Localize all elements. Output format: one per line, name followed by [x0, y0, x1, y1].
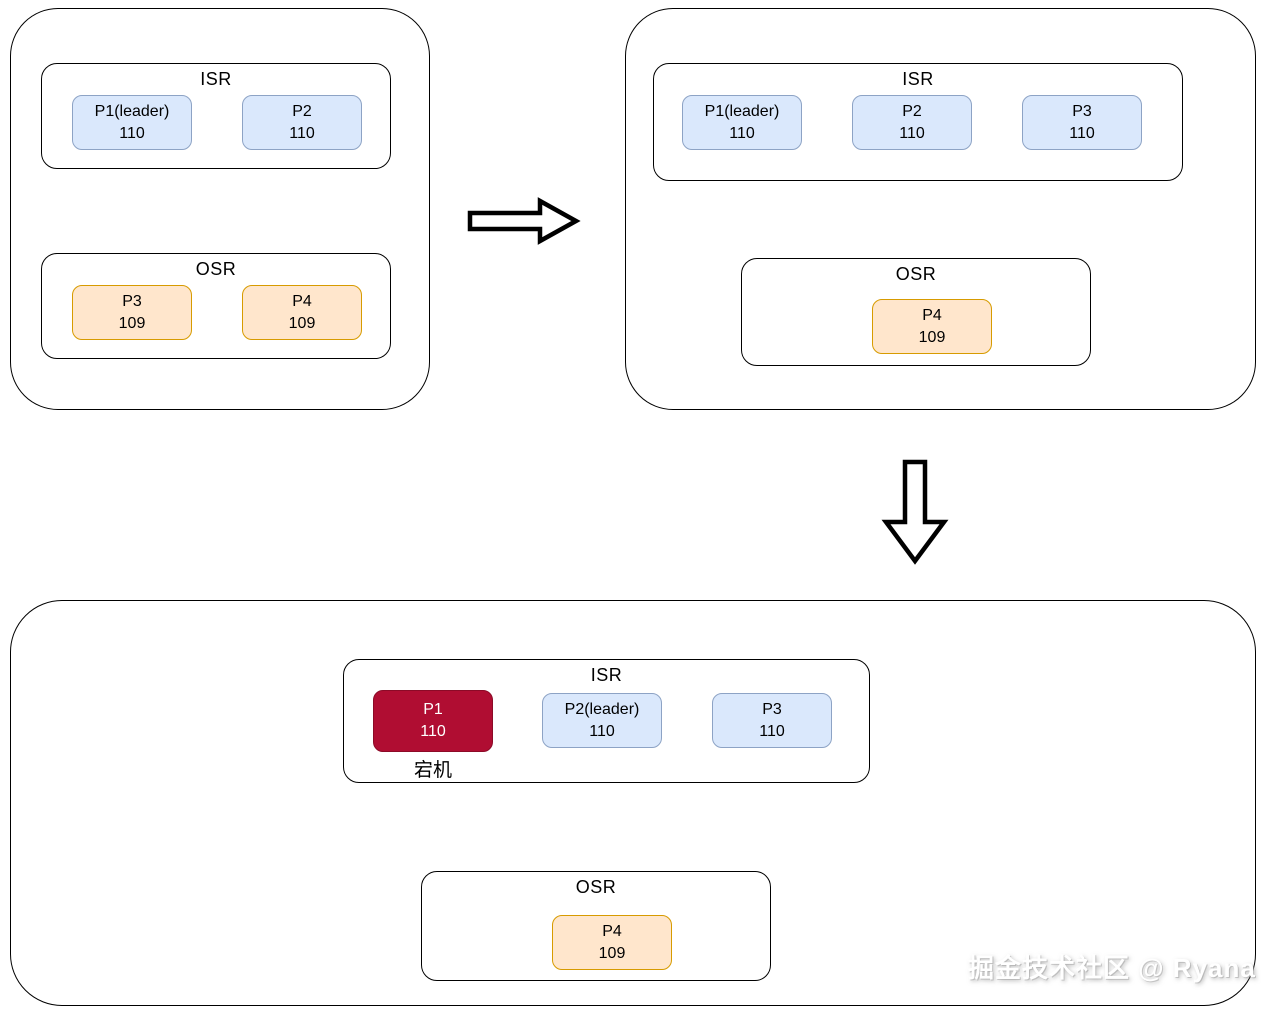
replica-offset: 109	[598, 944, 626, 962]
stage-3-isr-group: ISR P1 110 宕机 P2(leader) 110 P3 110	[343, 659, 870, 783]
replica-name: P3	[762, 700, 782, 718]
replica-offset: 110	[899, 124, 925, 142]
replica-name: P1(leader)	[704, 102, 780, 120]
arrow-down-icon	[881, 458, 949, 566]
replica-name: P4	[292, 292, 312, 310]
replica-name: P2(leader)	[564, 700, 640, 718]
replica-offset: 110	[1069, 124, 1095, 142]
stage-2-isr-group: ISR P1(leader) 110 P2 110 P3 110	[653, 63, 1183, 181]
replica-offset: 109	[288, 314, 316, 332]
replica-p1-down: P1 110	[373, 690, 493, 752]
stage-1-isr-group: ISR P1(leader) 110 P2 110	[41, 63, 391, 169]
osr-title: OSR	[575, 877, 617, 897]
replica-p1-leader: P1(leader) 110	[682, 95, 802, 150]
replica-offset: 110	[420, 723, 446, 740]
replica-name: P3	[1072, 102, 1092, 120]
stage-2-osr-group: OSR P4 109	[741, 258, 1091, 366]
replica-offset: 110	[289, 124, 315, 142]
osr-title: OSR	[895, 264, 937, 284]
watermark: 掘金技术社区 @ Ryana	[968, 953, 1256, 983]
replica-p2: P2 110	[852, 95, 972, 150]
replica-p4: P4 109	[872, 299, 992, 354]
replica-p4: P4 109	[552, 915, 672, 970]
replica-name: P4	[602, 922, 622, 940]
replica-p3: P3 110	[712, 693, 832, 748]
isr-title: ISR	[200, 69, 232, 89]
replica-name: P3	[122, 292, 142, 310]
replica-offset: 110	[759, 722, 785, 740]
replica-p2: P2 110	[242, 95, 362, 150]
replica-name: P2	[902, 102, 922, 120]
replica-offset: 110	[729, 124, 755, 142]
replica-p4: P4 109	[242, 285, 362, 340]
arrow-right-icon	[466, 196, 581, 246]
stage-1-container: ISR P1(leader) 110 P2 110 OSR P3 109 P4 …	[10, 8, 430, 410]
replica-name: P1(leader)	[94, 102, 170, 120]
replica-name: P1	[423, 701, 443, 718]
replica-p2-leader: P2(leader) 110	[542, 693, 662, 748]
replica-p1-leader: P1(leader) 110	[72, 95, 192, 150]
replica-name: P4	[922, 306, 942, 324]
replica-offset: 110	[589, 722, 615, 740]
osr-title: OSR	[195, 259, 237, 279]
replica-name: P2	[292, 102, 312, 120]
stage-3-osr-group: OSR P4 109	[421, 871, 771, 981]
replica-offset: 109	[118, 314, 146, 332]
replica-p3: P3 110	[1022, 95, 1142, 150]
replica-p3: P3 109	[72, 285, 192, 340]
stage-1-osr-group: OSR P3 109 P4 109	[41, 253, 391, 359]
replica-down-label: 宕机	[413, 760, 452, 781]
stage-3-container: ISR P1 110 宕机 P2(leader) 110 P3 110 OSR …	[10, 600, 1256, 1006]
stage-2-container: ISR P1(leader) 110 P2 110 P3 110 OSR P4 …	[625, 8, 1256, 410]
replica-offset: 109	[918, 328, 946, 346]
isr-title: ISR	[590, 665, 623, 685]
isr-title: ISR	[902, 69, 934, 89]
replica-offset: 110	[119, 124, 145, 142]
